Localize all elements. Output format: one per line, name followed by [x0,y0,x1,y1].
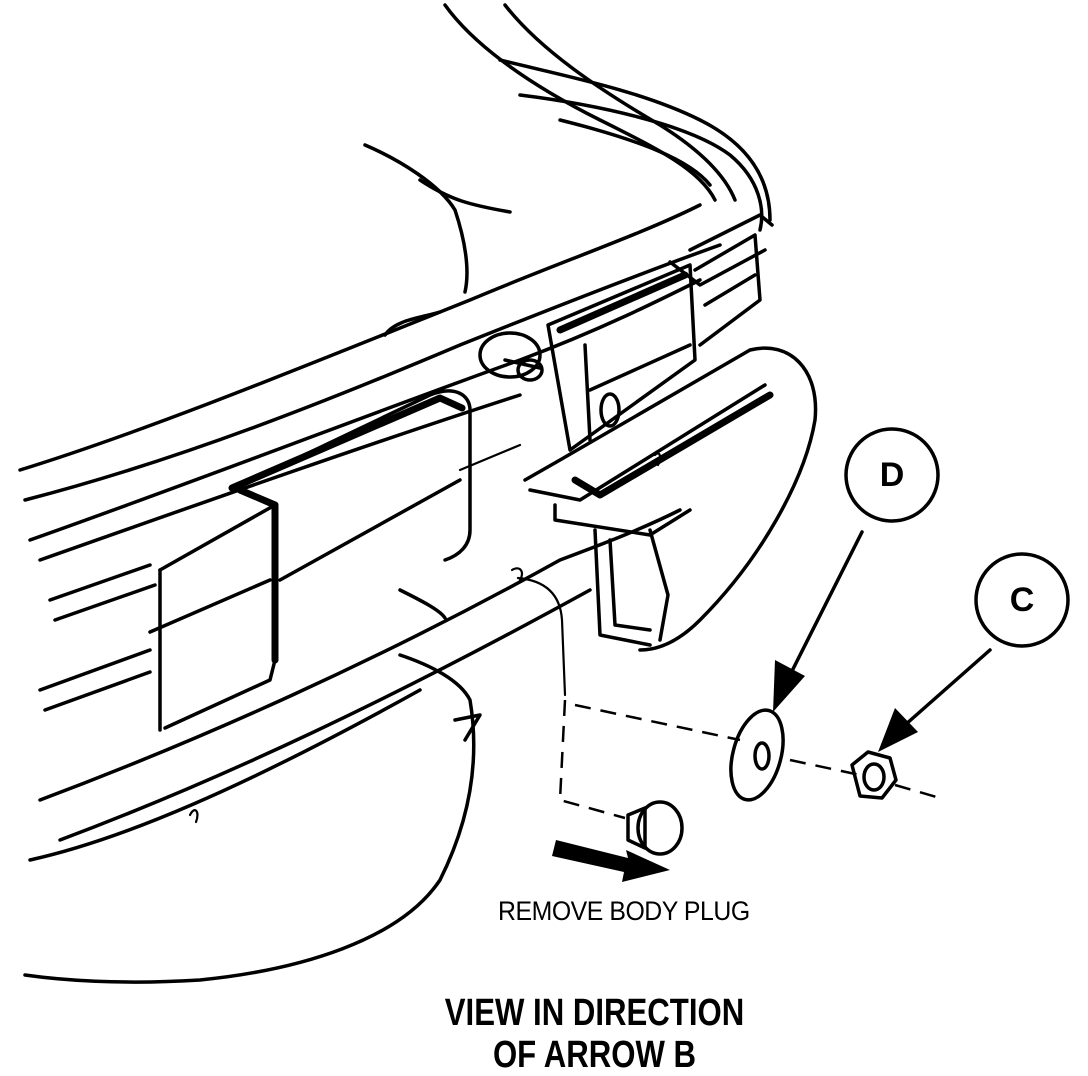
right-tail-lamp [546,233,762,452]
view-title: VIEW IN DIRECTION OF ARROW B [0,992,1088,1076]
bumper-fascia [23,346,818,984]
washer-d [729,708,785,802]
left-tail-lamp [38,389,522,732]
nut-c [850,750,898,800]
plug-removal-path [516,576,941,820]
callout-d-letter: D [880,456,905,494]
body-trim-rail [28,213,774,562]
view-title-line-2: OF ARROW B [492,1034,697,1076]
callout-c-letter: C [1010,581,1035,619]
callout-c: C [878,552,1070,752]
view-title-line-1: VIEW IN DIRECTION [444,992,745,1034]
mounting-stud [478,331,544,382]
remove-body-plug-label: REMOVE BODY PLUG [498,896,750,926]
body-plug [626,800,684,856]
direction-arrow [552,840,670,882]
body-upper-contours [443,3,772,232]
callout-d: D [773,427,940,712]
trunk-lid [18,143,722,502]
